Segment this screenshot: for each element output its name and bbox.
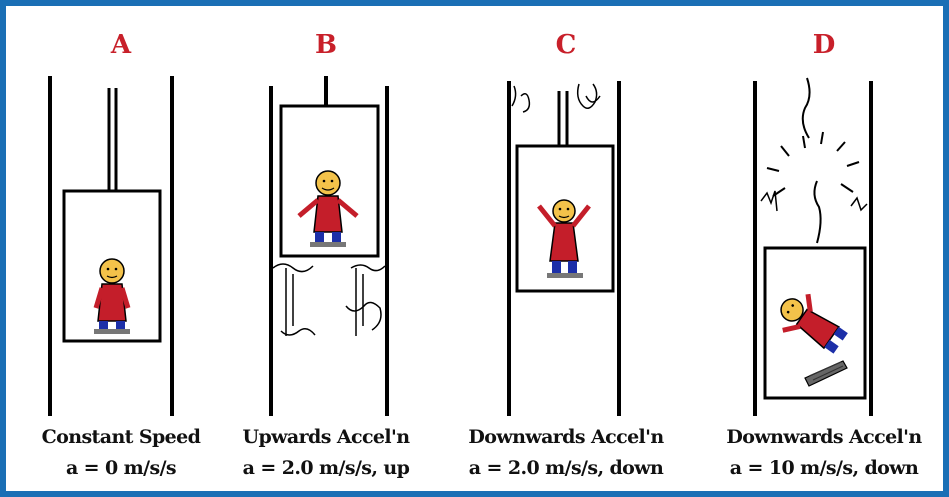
panel-c: C Downwards Accel'n xyxy=(451,6,681,491)
panel-letter: D xyxy=(812,30,836,60)
panel-b: B Up xyxy=(211,6,441,491)
person-icon xyxy=(780,293,848,354)
panel-letter: B xyxy=(315,30,337,60)
person-icon xyxy=(537,199,591,278)
panel-caption: Downwards Accel'n xyxy=(726,426,922,448)
elevator-scene-upwards-acceleration xyxy=(269,76,389,416)
floating-scale-icon xyxy=(804,360,848,387)
panel-acceleration: a = 2.0 m/s/s, down xyxy=(468,457,664,479)
panel-acceleration: a = 2.0 m/s/s, up xyxy=(242,457,410,479)
cable-tension-marks xyxy=(272,263,386,336)
broken-ceiling-marks xyxy=(760,190,868,212)
person-icon xyxy=(93,258,131,334)
panel-letter: A xyxy=(110,30,132,60)
elevator-scene-free-fall xyxy=(753,77,873,416)
elevator-scene-constant-speed xyxy=(48,76,174,416)
panel-a: A Constant Speed a = 0 m/s/s xyxy=(6,6,236,491)
person-icon xyxy=(297,170,359,247)
panel-caption: Downwards Accel'n xyxy=(468,426,664,448)
panel-caption: Upwards Accel'n xyxy=(242,426,411,448)
panel-acceleration: a = 10 m/s/s, down xyxy=(729,457,919,479)
snap-burst-marks xyxy=(766,131,860,197)
panel-d: D xyxy=(709,6,939,491)
snapped-cable xyxy=(801,77,822,244)
panel-acceleration: a = 0 m/s/s xyxy=(65,457,177,479)
elevator-scene-downwards-acceleration xyxy=(507,81,621,416)
panel-caption: Constant Speed xyxy=(41,426,201,448)
cable-tension-marks xyxy=(511,83,601,113)
panel-letter: C xyxy=(555,30,577,60)
